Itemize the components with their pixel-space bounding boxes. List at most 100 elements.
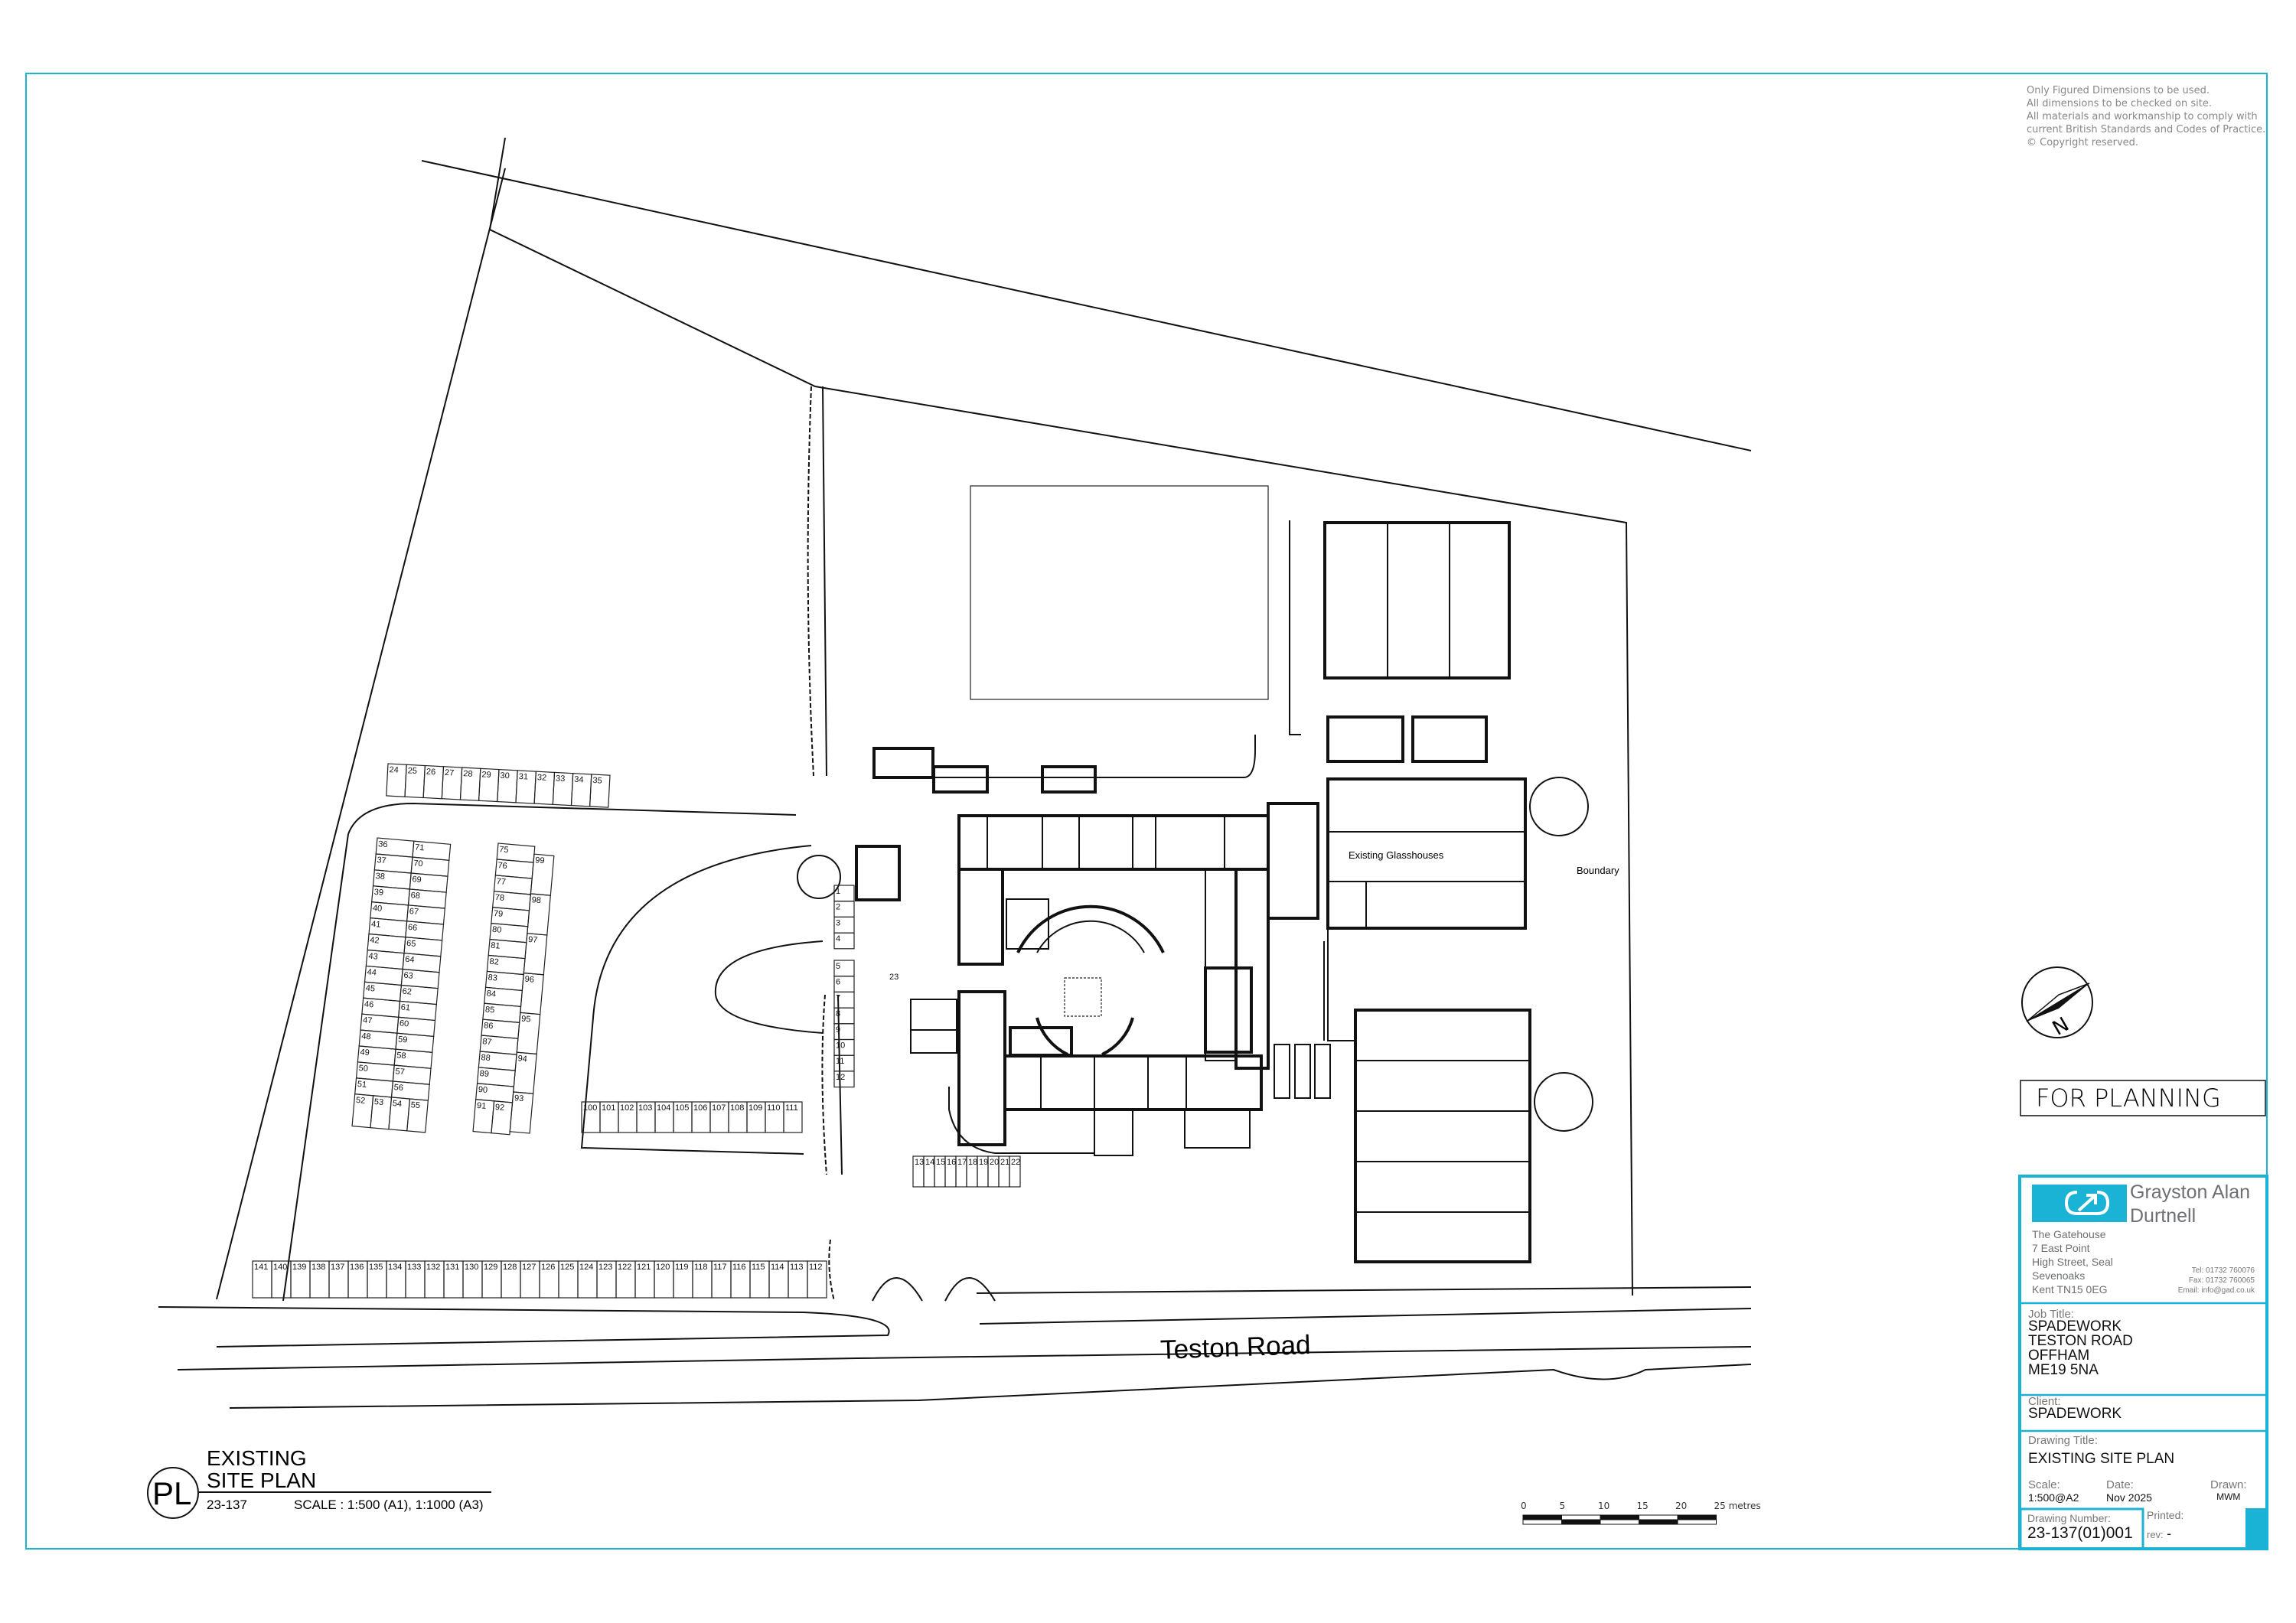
for-planning-box — [2020, 1080, 2266, 1116]
note-line: All materials and workmanship to comply … — [2027, 111, 2258, 122]
scale-bar-segment — [1561, 1519, 1601, 1525]
teston-road — [158, 1277, 1752, 1409]
parking-bay-number: 9 — [836, 1025, 840, 1035]
parking-bay-number: 76 — [497, 861, 507, 871]
parking-bay-number: 28 — [463, 769, 473, 779]
company-name-line: Durtnell — [2130, 1205, 2197, 1227]
outbuilding — [932, 765, 989, 794]
parking-bay-number: 11 — [836, 1057, 844, 1066]
existing-glasshouses — [1326, 777, 1527, 930]
shed — [1326, 715, 1404, 763]
parking-bay-number: 126 — [541, 1263, 555, 1272]
date-field: Date: Nov 2025 — [2106, 1478, 2152, 1504]
client-section: Client: SPADEWORK — [2028, 1396, 2122, 1421]
parking-bay-number: 112 — [809, 1263, 823, 1272]
parking-bay-number: 109 — [748, 1103, 762, 1113]
parking-bay-number: 90 — [478, 1085, 488, 1095]
parking-bay-number: 67 — [409, 907, 419, 917]
parking-bay-number: 70 — [413, 859, 423, 869]
parking-bay-number: 75 — [499, 845, 509, 855]
parking-bay-number: 110 — [767, 1103, 781, 1113]
parking-bay-number: 13 — [915, 1158, 924, 1167]
parking-bay-number: 94 — [517, 1054, 527, 1064]
parking-bay-number: 129 — [484, 1263, 497, 1272]
date-label: Date: — [2106, 1478, 2134, 1491]
parking-bay-number: 63 — [403, 971, 413, 981]
parking-bay-number: 106 — [693, 1103, 707, 1113]
main-building — [910, 802, 1331, 1156]
parking-bay-number: 83 — [488, 973, 497, 983]
tree — [797, 855, 841, 899]
parking-bay-number: 25 — [407, 766, 417, 776]
parking-bay-number: 80 — [492, 925, 502, 935]
job-title-line: SPADEWORK — [2028, 1318, 2122, 1335]
parking-bay-number: 65 — [406, 939, 416, 949]
parking-bay-number: 115 — [752, 1263, 765, 1272]
job-title-line: ME19 5NA — [2028, 1362, 2099, 1378]
parking-bay-number: 56 — [393, 1083, 403, 1093]
address-line: The Gatehouse — [2032, 1228, 2106, 1240]
parking-bay-number: 2 — [836, 903, 840, 912]
parking-bay-number: 92 — [494, 1103, 504, 1113]
parking-bay-number: 4 — [836, 934, 840, 943]
parking-bay-number: 52 — [355, 1096, 365, 1106]
parking-bay — [783, 1101, 803, 1133]
parking-bay-number: 97 — [528, 935, 538, 945]
parking-bay-number: 34 — [574, 775, 584, 785]
field — [970, 485, 1269, 700]
parking-bay-number: 138 — [311, 1263, 325, 1272]
caption-job-ref: 23-137 — [207, 1498, 247, 1512]
parking-bay-number: 111 — [785, 1103, 798, 1113]
parking-bay-number: 48 — [361, 1031, 371, 1041]
parking-bay-number: 114 — [771, 1263, 784, 1272]
parking-bay-number: 8 — [836, 1009, 840, 1018]
parking-bay-number: 42 — [370, 936, 380, 946]
rev-value: - — [2167, 1526, 2172, 1541]
parking-bay-number: 35 — [592, 776, 602, 786]
scale-bar-tick-label: 20 — [1675, 1501, 1687, 1511]
parking-bay-number: 113 — [790, 1263, 804, 1272]
parking-bay-number: 139 — [292, 1263, 306, 1272]
parking-bay-number: 47 — [363, 1015, 373, 1025]
parking-bay-number: 104 — [657, 1103, 670, 1113]
parking-bay-number: 53 — [373, 1097, 383, 1107]
parking-bay-number: 46 — [364, 999, 373, 1009]
rev-label: rev: — [2147, 1529, 2164, 1540]
scale-bar-tick-label: 15 — [1637, 1501, 1649, 1511]
parking-bay-number: 3 — [836, 918, 840, 927]
scale-bar-segment — [1639, 1519, 1678, 1525]
parking-bay-group: 3637383940414243444546474849505171706968… — [351, 837, 452, 1133]
parking-bay-number: 107 — [712, 1103, 726, 1113]
drawing-number-label: Drawing Number: — [2027, 1512, 2111, 1524]
drawn-field: Drawn: MWM — [2210, 1478, 2247, 1502]
drawing-title-section: Drawing Title: EXISTING SITE PLAN — [2028, 1434, 2174, 1466]
job-title-label: Job Title: — [2028, 1308, 2075, 1321]
parking-bay-number: 91 — [476, 1101, 486, 1111]
parking-bay — [807, 1260, 827, 1299]
parking-bay-number: 20 — [990, 1158, 999, 1167]
drawn-value: MWM — [2216, 1491, 2241, 1502]
parking-bay-number: 133 — [407, 1263, 421, 1272]
scale-value: 1:500@A2 — [2028, 1491, 2079, 1504]
north-label: N — [2049, 1013, 2073, 1041]
parking-bay — [509, 1091, 534, 1134]
parking-bay-number: 16 — [947, 1158, 956, 1167]
address-line: Kent TN15 0EG — [2032, 1283, 2108, 1295]
phone: Tel: 01732 760076 — [2191, 1266, 2255, 1275]
caption-scale: SCALE : 1:500 (A1), 1:1000 (A3) — [294, 1498, 484, 1512]
sheet-frame — [25, 73, 2268, 1550]
parking-bay-number: 37 — [377, 855, 386, 865]
pl-symbol: PL — [152, 1475, 191, 1511]
parking-bay-number: 100 — [583, 1103, 597, 1113]
parking-bay-number: 22 — [1011, 1158, 1020, 1167]
courtyard-feature — [1064, 977, 1102, 1017]
parking-bay-number: 105 — [675, 1103, 689, 1113]
parking-bay-number: 31 — [518, 772, 528, 782]
drawing-notes: Only Figured Dimensions to be used. All … — [2027, 84, 2265, 149]
parking-bay-number: 1 — [836, 887, 840, 896]
parking-bay-number: 137 — [331, 1263, 344, 1272]
scale-label: Scale: — [2028, 1478, 2060, 1491]
